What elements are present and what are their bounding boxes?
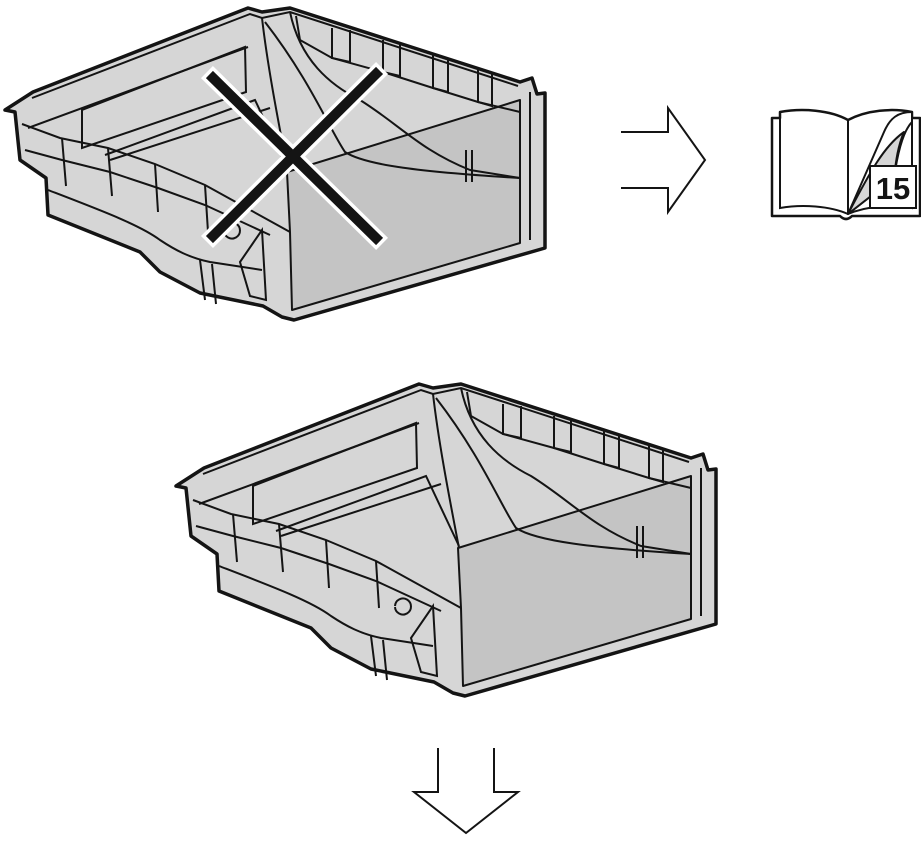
- correct-tray-illustration: [174, 382, 718, 698]
- cross-mark-icon: [200, 61, 389, 251]
- arrow-down-icon: [411, 748, 521, 835]
- arrow-right-icon: [621, 104, 707, 216]
- manual-book-icon: 15: [770, 108, 921, 221]
- incorrect-tray-illustration: [3, 6, 547, 322]
- tray-drawing: [174, 382, 718, 698]
- page-number-label: 15: [876, 171, 910, 206]
